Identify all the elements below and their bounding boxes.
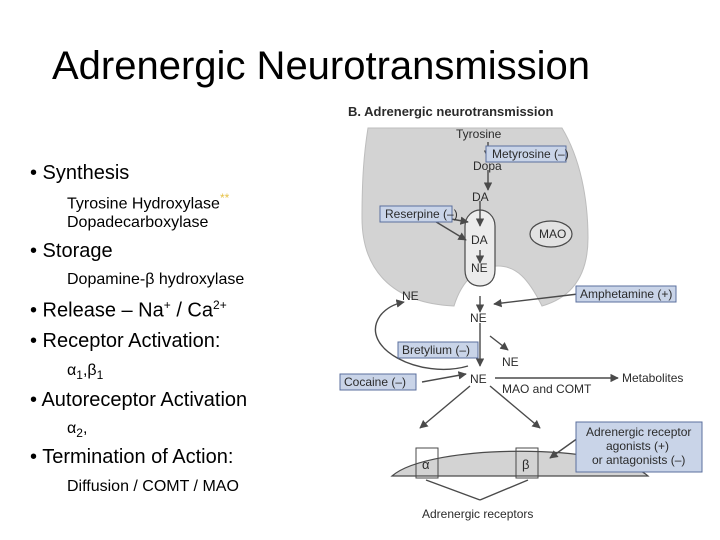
bullet-synthesis: • Synthesis <box>30 162 130 184</box>
neurotransmission-figure: B. Adrenergic neurotransmission Tyrosine… <box>330 98 720 540</box>
release-mid: / Ca <box>170 299 214 322</box>
release-prefix: • Release – Na <box>30 299 164 322</box>
arrow-receptor-line-right <box>479 479 529 501</box>
alpha1: α <box>67 362 77 379</box>
cocaine-label: Cocaine (–) <box>344 375 406 389</box>
adrenergic-receptors-label: Adrenergic receptors <box>422 507 533 521</box>
comma-beta: ,β <box>82 362 97 379</box>
receptor-box-line2: agonists (+) <box>606 439 669 453</box>
receptor-box-line3: or antagonists (–) <box>592 453 685 467</box>
metyrosine-box <box>485 145 567 163</box>
arrow-to-receptor-left <box>419 385 471 429</box>
da-label-2: DA <box>471 233 488 247</box>
ne-lower-label: NE <box>470 372 487 386</box>
reserpine-box <box>379 205 453 223</box>
bullet-tyrosine-hydroxylase: Tyrosine Hydroxylase** <box>67 191 229 213</box>
mao-inside-label: MAO <box>539 227 566 241</box>
alpha2: α <box>67 420 77 437</box>
receptor-box-line1: Adrenergic receptor <box>586 425 691 439</box>
asterisks: ** <box>219 191 230 205</box>
receptor-drug-box <box>575 421 703 473</box>
alpha2-sub: 2 <box>76 426 83 441</box>
beta1-sub: 1 <box>96 368 104 383</box>
arrow-to-receptor-right <box>489 385 541 429</box>
reuptake-arrow <box>374 299 469 371</box>
ne-right-label: NE <box>502 355 519 369</box>
tyrosine-hydroxylase-text: Tyrosine Hydroxylase <box>67 195 220 213</box>
arrow-cocaine <box>421 371 467 383</box>
beta-receptor <box>515 447 539 479</box>
bullet-termination: • Termination of Action: <box>30 446 234 468</box>
cocaine-box <box>339 373 417 391</box>
arrow-receptor-line-left <box>425 479 481 501</box>
mao-comt-label: MAO and COMT <box>502 382 592 396</box>
amphetamine-box <box>575 285 677 303</box>
amphetamine-label: Amphetamine (+) <box>580 287 672 301</box>
metyrosine-label: Metyrosine (–) <box>492 147 569 161</box>
neurotransmission-diagram: B. Adrenergic neurotransmission Tyrosine… <box>339 104 703 521</box>
bullet-termination-detail: Diffusion / COMT / MAO <box>67 478 239 495</box>
alpha2-comma: , <box>82 420 88 437</box>
bretylium-label: Bretylium (–) <box>402 343 470 357</box>
bullet-autoreceptor: • Autoreceptor Activation <box>30 389 248 411</box>
dopa-label: Dopa <box>473 159 502 173</box>
reserpine-label: Reserpine (–) <box>385 207 458 221</box>
bullet-dopamine-hydroxylase: Dopamine-β hydroxylase <box>67 271 245 288</box>
arrow-receptor-drugs <box>549 437 579 459</box>
release-charge: 2+ <box>213 298 227 312</box>
bullet-release: • Release – Na+ / Ca2+ <box>30 298 227 323</box>
da-label-1: DA <box>472 190 489 204</box>
mao-ellipse <box>529 220 573 248</box>
arrow-amphetamine <box>493 293 579 308</box>
beta-receptor-label: β <box>522 457 529 472</box>
bullet-alpha1-beta1: α1,β1 <box>67 362 103 382</box>
ne-center-label: NE <box>470 311 487 325</box>
bullet-storage: • Storage <box>30 240 113 262</box>
bretylium-box <box>397 341 479 359</box>
figure-heading: B. Adrenergic neurotransmission <box>348 104 553 119</box>
bullet-receptor-activation: • Receptor Activation: <box>30 330 221 352</box>
storage-vesicle <box>464 209 496 287</box>
alpha1-sub: 1 <box>76 368 83 383</box>
bullet-dopadecarboxylase: Dopadecarboxylase <box>67 214 209 231</box>
tyrosine-label: Tyrosine <box>456 127 502 141</box>
alpha-receptor-label: α <box>422 457 430 472</box>
ne-vesicle-label: NE <box>471 261 488 275</box>
slide-title: Adrenergic Neurotransmission <box>52 44 591 88</box>
release-plus: + <box>163 298 171 312</box>
alpha-receptor <box>415 447 439 479</box>
bullet-alpha2: α2, <box>67 420 87 440</box>
arrow-ne-right <box>489 335 509 351</box>
metabolites-label: Metabolites <box>622 371 683 385</box>
ne-left-label: NE <box>402 289 419 303</box>
